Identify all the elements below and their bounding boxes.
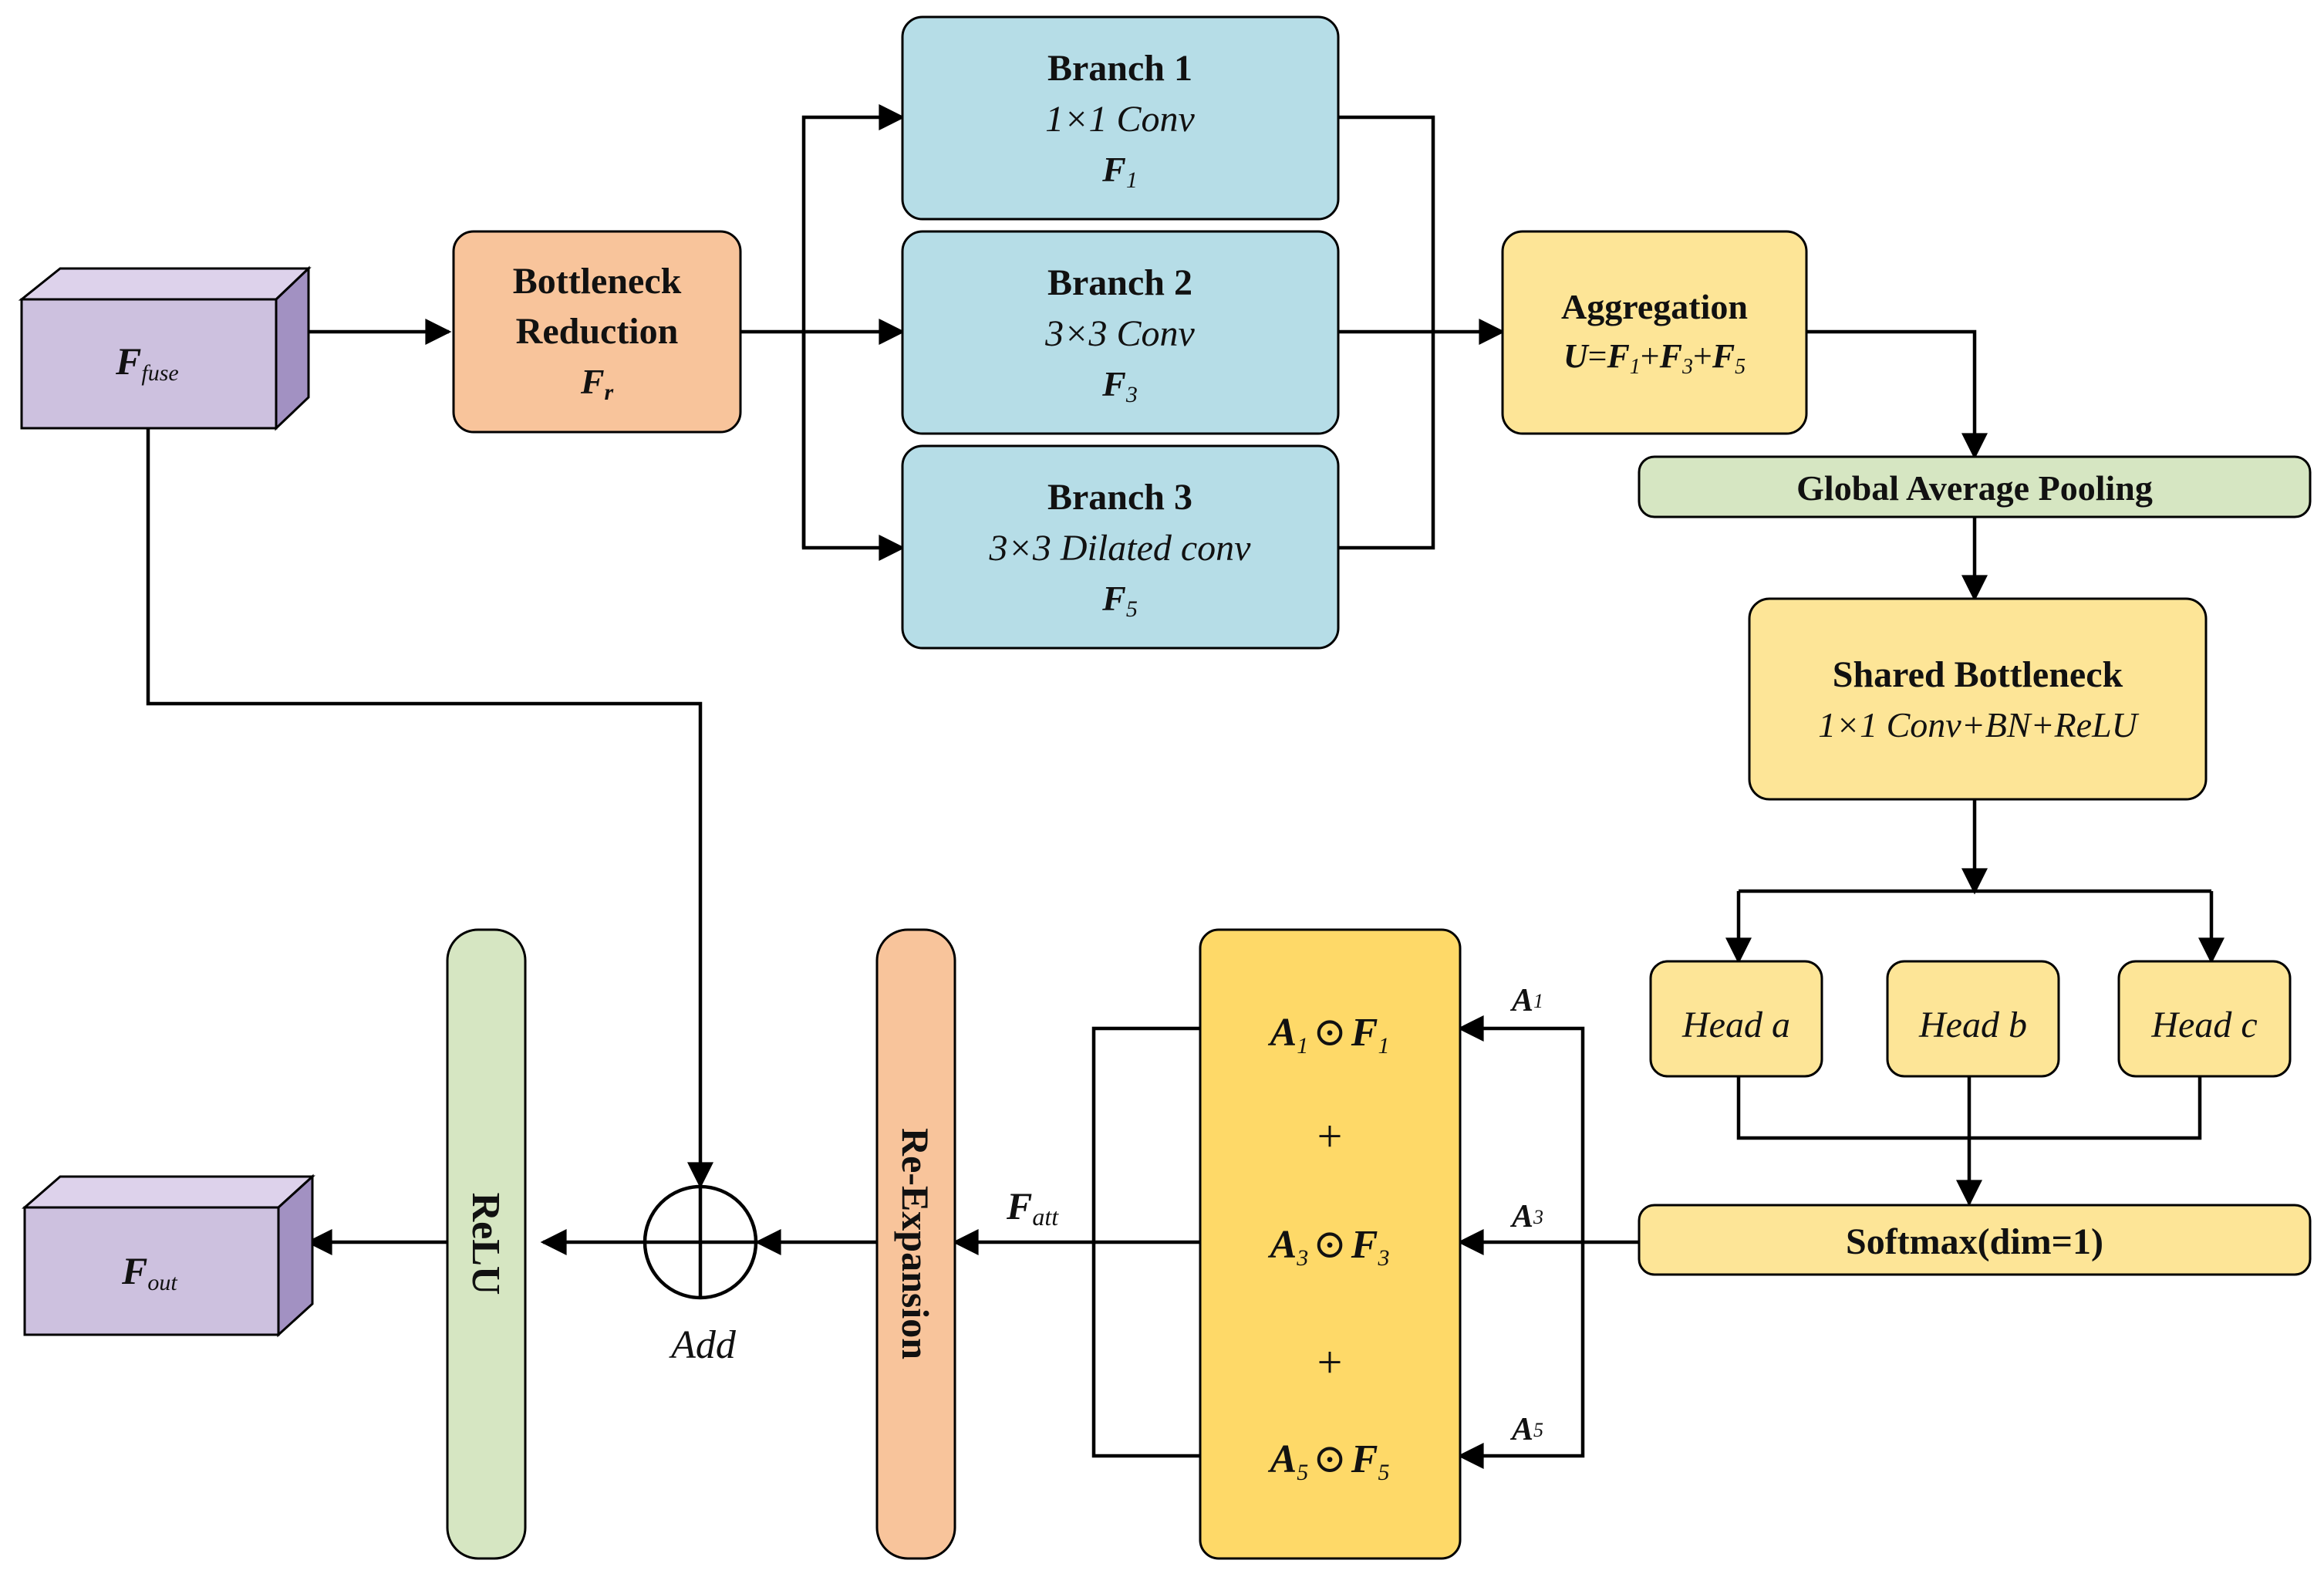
bottleneck-box	[452, 230, 742, 434]
arrow-to-branch3	[801, 332, 906, 561]
head-a-label: Head a	[1681, 1005, 1790, 1045]
head-c-box	[2117, 960, 2292, 1078]
output-cube-front	[23, 1206, 280, 1336]
gap-box	[1638, 455, 2312, 518]
output-block: Fout	[21, 1173, 315, 1338]
shared-bottleneck-block: Shared Bottleneck 1×1 Conv+BN+ReLU	[1748, 597, 2208, 801]
branch-2: Branch 2 3×3 Conv F3	[901, 230, 1340, 435]
add-label: Add	[669, 1323, 737, 1367]
arrow-residual	[146, 428, 713, 1189]
label-fatt: Fatt	[1006, 1184, 1059, 1231]
relu-box	[446, 928, 527, 1560]
label-a1: A1	[1509, 983, 1543, 1018]
branch-1: Branch 1 1×1 Conv F1	[901, 15, 1340, 221]
branch-2-symbol: F3	[1101, 364, 1138, 407]
shared-bottleneck-box	[1748, 597, 2208, 801]
aggregation-block: Aggregation U=F1+F3+F5	[1501, 230, 1808, 435]
label-a5: A5	[1509, 1412, 1543, 1447]
input-cube-front	[20, 298, 278, 430]
weighted-term-1: A1⊙F1	[1268, 1011, 1390, 1059]
add-node: Add	[643, 1184, 758, 1367]
gap-label: Global Average Pooling	[1796, 468, 2153, 508]
aggregation-title: Aggregation	[1561, 287, 1748, 326]
heads: Head a Head b Head c	[1649, 960, 2292, 1078]
branch-1-op: 1×1 Conv	[1045, 99, 1195, 140]
weighted-plus-2: +	[1317, 1337, 1343, 1387]
connectors	[146, 104, 2224, 1469]
branch-3-title: Branch 3	[1047, 477, 1192, 518]
aggregation-box	[1501, 230, 1808, 435]
branch-3-op: 3×3 Dilated conv	[989, 528, 1252, 569]
softmax-block: Softmax(dim=1)	[1638, 1204, 2312, 1276]
weighted-term-3: A3⊙F3	[1268, 1223, 1390, 1271]
reexpansion-box	[875, 928, 956, 1560]
reexpansion-label: Re-Expansion	[894, 1128, 937, 1359]
branch-1-box	[901, 15, 1340, 221]
head-b-label: Head b	[1918, 1005, 2027, 1045]
branch-1-symbol: F1	[1101, 150, 1138, 193]
arrow-to-gap	[1806, 329, 1988, 460]
head-c-label: Head c	[2150, 1005, 2257, 1045]
output-label: Fout	[121, 1249, 177, 1295]
bottleneck-line2: Reduction	[516, 311, 679, 352]
branch-3-box	[901, 444, 1340, 650]
reexpansion-block: Re-Expansion	[875, 928, 956, 1560]
arrow-a5	[1457, 1242, 1585, 1469]
weighted-plus-1: +	[1317, 1111, 1343, 1161]
output-cube-top	[21, 1175, 315, 1209]
bottleneck-reduction-block: Bottleneck Reduction Fr	[452, 230, 742, 434]
arrow-a1	[1457, 1015, 1585, 1242]
bottleneck-symbol: Fr	[580, 362, 614, 405]
shared-bottleneck-op: 1×1 Conv+BN+ReLU	[1818, 705, 2140, 745]
relu-block: ReLU	[446, 928, 527, 1560]
input-cube-top	[18, 267, 312, 301]
weighted-term-5: A5⊙F5	[1268, 1437, 1390, 1485]
softmax-box	[1638, 1204, 2312, 1276]
branch-2-box	[901, 230, 1340, 435]
head-b-box	[1886, 960, 2060, 1078]
relu-label: ReLU	[464, 1193, 508, 1295]
weighted-sum-box	[1199, 928, 1462, 1560]
branch-3-symbol: F5	[1101, 579, 1138, 622]
aggregation-equation: U=F1+F3+F5	[1563, 337, 1746, 379]
weighted-sum-block: A1⊙F1 + A3⊙F3 + A5⊙F5	[1199, 928, 1462, 1560]
label-a3: A3	[1509, 1199, 1543, 1234]
softmax-label: Softmax(dim=1)	[1846, 1221, 2103, 1262]
input-label: Ffuse	[115, 339, 179, 386]
branch-2-title: Branch 2	[1047, 262, 1192, 303]
head-a-box	[1649, 960, 1823, 1078]
shared-bottleneck-title: Shared Bottleneck	[1833, 654, 2123, 695]
gap-block: Global Average Pooling	[1638, 455, 2312, 518]
branch-2-op: 3×3 Conv	[1044, 313, 1195, 354]
bottleneck-line1: Bottleneck	[513, 261, 682, 302]
branch-3: Branch 3 3×3 Dilated conv F5	[901, 444, 1340, 650]
branch-1-title: Branch 1	[1047, 48, 1192, 89]
input-block: Ffuse	[18, 265, 312, 431]
